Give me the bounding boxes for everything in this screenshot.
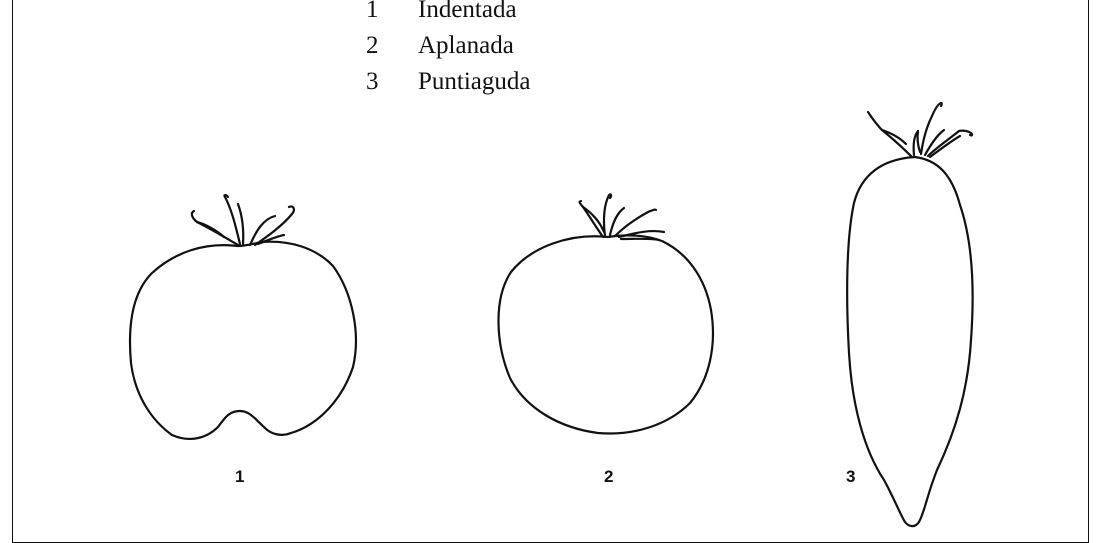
legend-number: 1 [366,0,379,23]
legend-label: Puntiaguda [418,68,531,95]
fruit-indented [128,194,357,440]
legend-item-2: 2 Aplanada [366,28,531,64]
fruit-flattened [497,193,715,435]
legend-number: 3 [366,68,379,95]
legend-label: Aplanada [418,32,514,59]
shape-legend: 1 Indentada 2 Aplanada 3 Puntiaguda [366,0,531,100]
figure-label-3: 3 [846,467,856,486]
figure-label-1: 1 [235,467,245,486]
legend-number: 2 [366,32,379,59]
legend-item-3: 3 Puntiaguda [366,64,531,100]
fruit-pointed [846,101,974,528]
figure-label-2: 2 [604,467,614,486]
legend-label: Indentada [418,0,517,23]
legend-item-1: 1 Indentada [366,0,531,28]
